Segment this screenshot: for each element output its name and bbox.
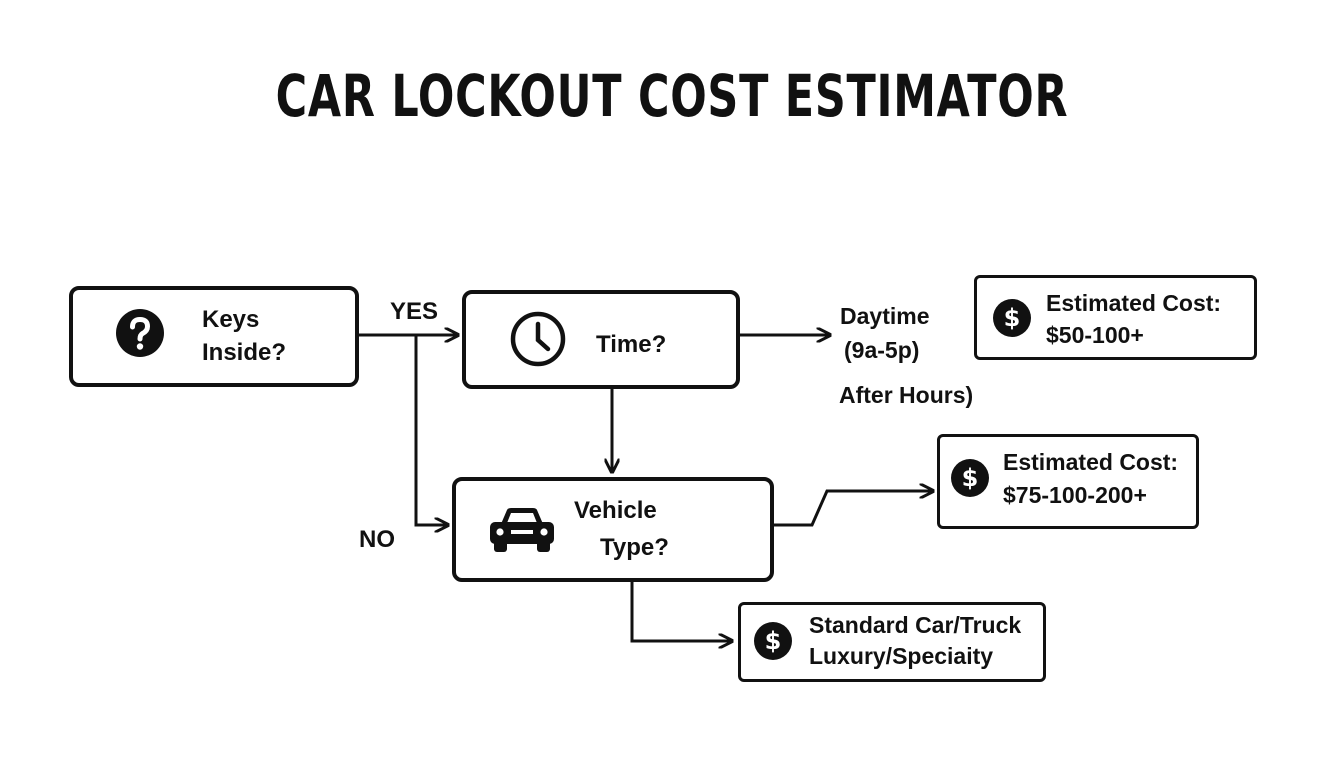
dollar-icon: $ <box>951 459 989 497</box>
node-time-label: Time? <box>596 331 667 358</box>
option-after-hours: After Hours) <box>839 382 974 408</box>
edge-vehicle-to-after-hours <box>772 491 933 527</box>
edge-label-yes: YES <box>390 298 439 325</box>
option-daytime-hours: (9a-5p) <box>844 337 920 363</box>
node-keys-inside <box>69 286 359 387</box>
result-daytime-line2: $50-100+ <box>1046 322 1144 348</box>
node-keys-line1: Keys <box>202 306 260 333</box>
dollar-icon: $ <box>993 299 1031 337</box>
edge-keys-to-vehicle <box>414 335 448 525</box>
node-vehicle-line1: Vehicle <box>574 497 657 524</box>
result-vehicle-line1: Standard Car/Truck <box>809 612 1022 638</box>
clock-icon <box>510 311 566 367</box>
edge-label-no: NO <box>359 526 395 553</box>
dollar-icon: $ <box>754 622 792 660</box>
diagram-title: CAR LOCKOUT COST ESTIMATOR <box>275 62 1069 130</box>
car-icon <box>490 508 554 552</box>
node-keys-line2: Inside? <box>202 339 287 366</box>
node-vehicle-line2: Type? <box>600 534 669 561</box>
result-after-hours-line2: $75-100-200+ <box>1003 482 1147 508</box>
question-icon <box>116 309 164 357</box>
option-daytime: Daytime <box>840 303 930 329</box>
node-time <box>462 290 740 389</box>
edge-vehicle-to-type-cost <box>630 582 732 641</box>
svg-text:$: $ <box>1004 304 1021 332</box>
svg-text:$: $ <box>765 627 782 655</box>
svg-text:$: $ <box>962 464 979 492</box>
result-daytime-line1: Estimated Cost: <box>1046 290 1222 316</box>
result-after-hours-line1: Estimated Cost: <box>1003 449 1179 475</box>
result-vehicle-line2: Luxury/Speciaity <box>809 643 994 669</box>
